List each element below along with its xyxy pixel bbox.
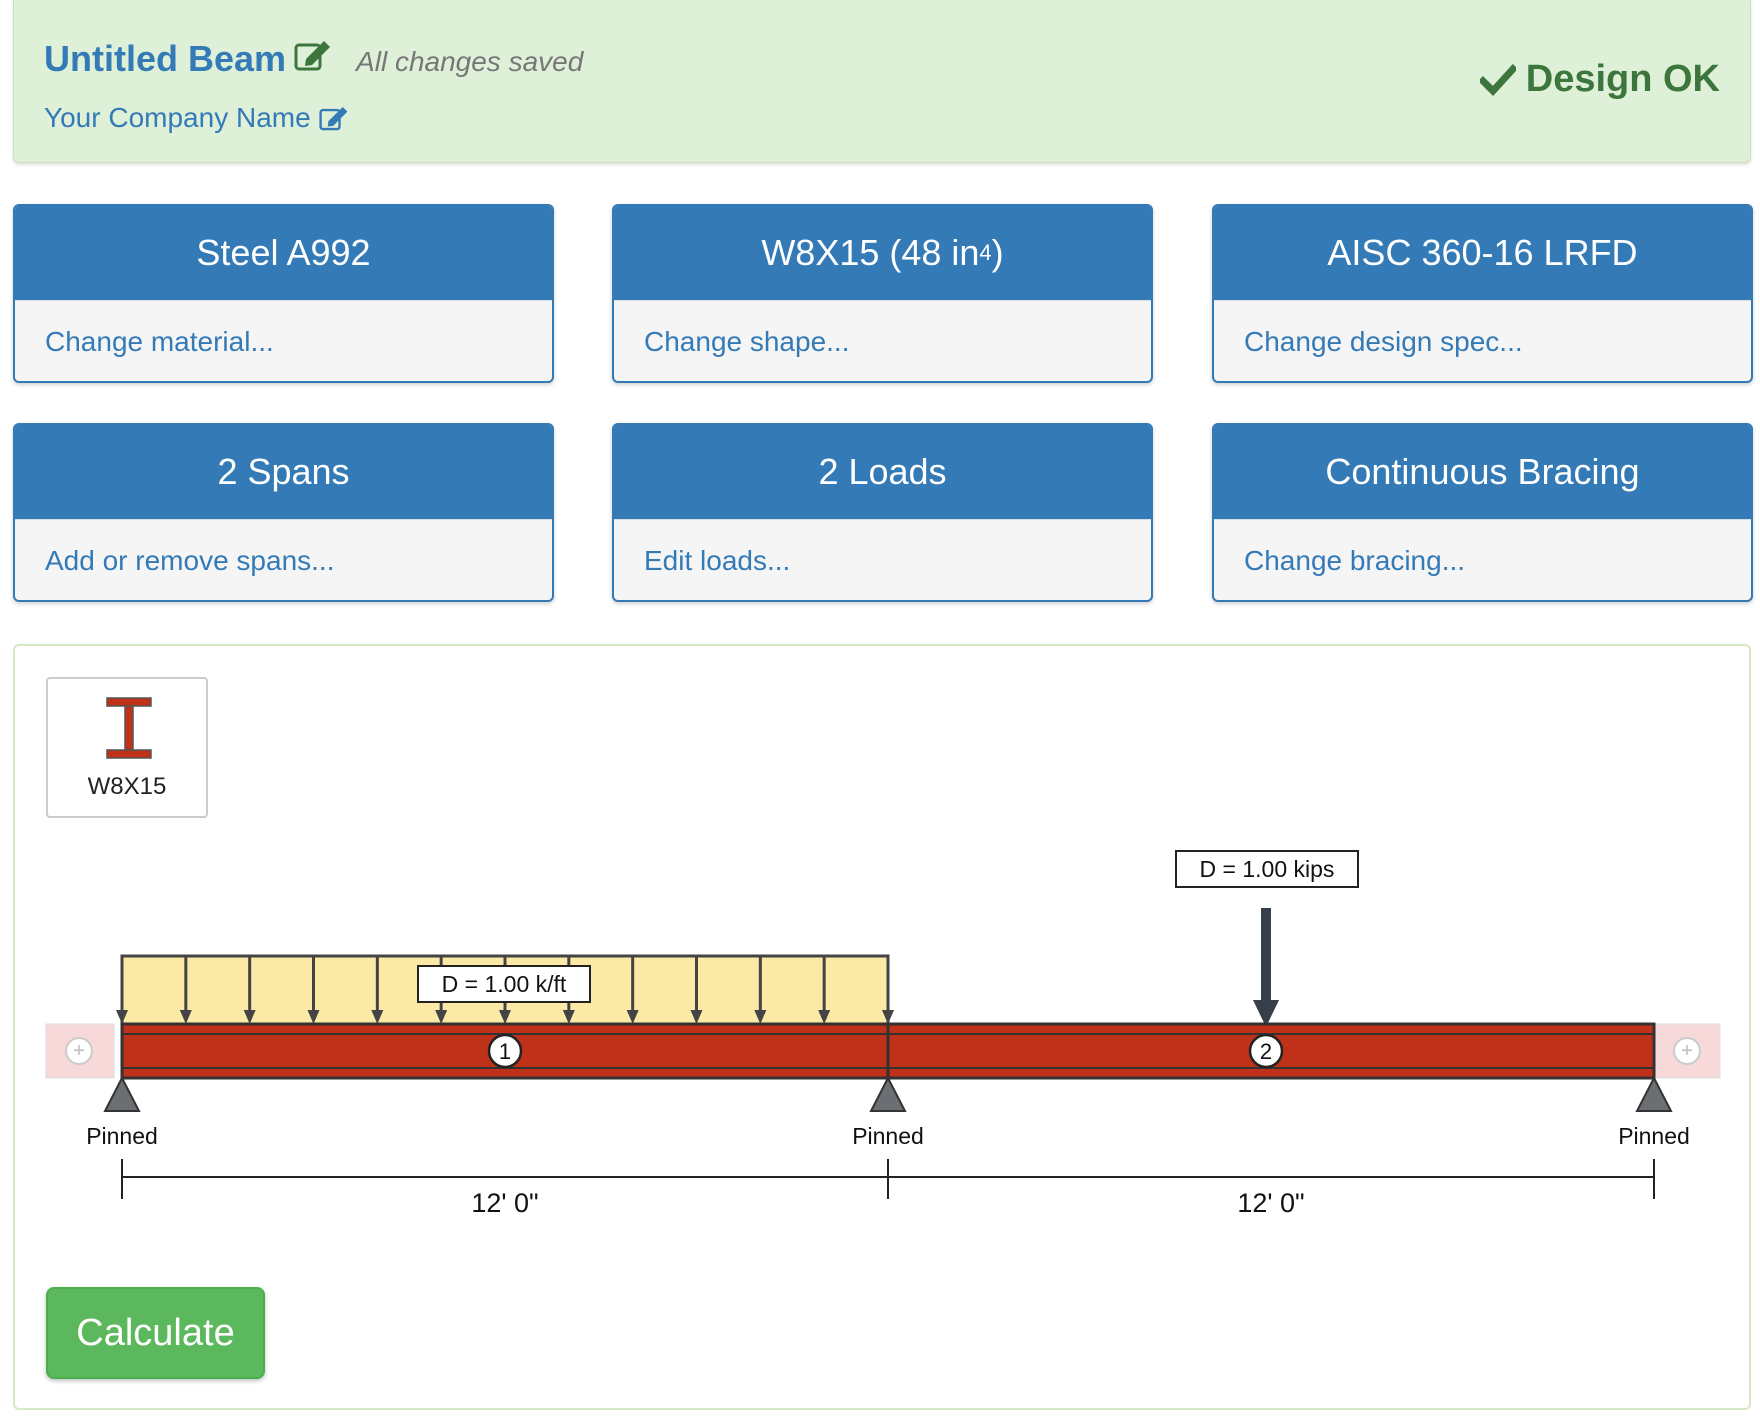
distributed-load[interactable]: D = 1.00 k/ft [116,954,894,1028]
beam-diagram: + + D = 1.00 k/ft D = 1.00 kips [45,850,1721,1218]
save-status: All changes saved [356,46,584,77]
distributed-load-arrow-head [307,1010,320,1024]
span-2-length: 12' 0" [1237,1188,1304,1218]
material-card: Steel A992 Change material... [13,204,554,383]
shape-thumbnail-label: W8X15 [87,773,167,800]
dimension-line [121,1159,1655,1199]
beam-member[interactable] [120,1022,1656,1080]
change-shape-link[interactable]: Change shape... [614,300,1151,381]
distributed-load-arrows [116,956,894,1024]
distributed-load-arrow-head [626,1010,639,1024]
point-load-arrow-shaft [1261,908,1271,1006]
add-span-left[interactable]: + [45,1023,115,1079]
shape-thumbnail[interactable]: W8X15 [46,677,208,818]
distributed-load-arrow-head [243,1010,256,1024]
span-number-2: 2 [1260,1039,1272,1064]
loads-card-title: 2 Loads [614,425,1151,519]
design-spec-card: AISC 360-16 LRFD Change design spec... [1212,204,1753,383]
title-row: Untitled Beam All changes saved [44,38,583,80]
point-load-arrow-head [1253,1000,1279,1027]
span-marker-1[interactable]: 1 [487,1033,523,1069]
support-2-label: Pinned [852,1123,924,1149]
distributed-load-arrow-head [116,1010,128,1024]
distributed-load-arrow-head [690,1010,703,1024]
i-beam-icon [106,697,152,759]
spans-card: 2 Spans Add or remove spans... [13,423,554,602]
spans-card-title: 2 Spans [15,425,552,519]
shape-card-title-close: ) [991,232,1004,273]
header-bar: Untitled Beam All changes saved Your Com… [13,0,1751,163]
point-load-label: D = 1.00 kips [1200,856,1335,882]
add-span-right[interactable]: + [1651,1023,1721,1079]
design-status-label: Design OK [1525,58,1720,100]
support-1-label: Pinned [86,1123,158,1149]
distributed-load-arrow-head [435,1010,448,1024]
span-1-length: 12' 0" [471,1188,538,1218]
support-3-label: Pinned [1618,1123,1690,1149]
span-number-1: 1 [499,1039,511,1064]
point-load-label-box [1175,850,1359,888]
check-icon [1479,63,1516,96]
distributed-load-arrow-head [562,1010,575,1024]
company-row: Your Company Name [44,102,349,134]
design-spec-card-title: AISC 360-16 LRFD [1214,206,1751,300]
edit-company-icon[interactable] [319,105,349,131]
span-marker-2[interactable]: 2 [1248,1033,1284,1069]
beam-title[interactable]: Untitled Beam [44,38,287,79]
support-1[interactable]: Pinned [86,1075,158,1149]
bracing-card-title: Continuous Bracing [1214,425,1751,519]
svg-text:+: + [73,1040,85,1062]
distributed-load-label-box [417,965,591,1003]
point-load[interactable]: D = 1.00 kips [1175,850,1359,1027]
edit-title-icon[interactable] [294,39,332,71]
support-2[interactable]: Pinned [852,1075,924,1149]
edit-spans-link[interactable]: Add or remove spans... [15,519,552,600]
calculate-button[interactable]: Calculate [46,1287,265,1379]
bracing-card: Continuous Bracing Change bracing... [1212,423,1753,602]
distributed-load-arrow-head [754,1010,767,1024]
distributed-load-arrow-head [499,1010,511,1024]
distributed-load-arrow-head [882,1010,894,1024]
distributed-load-arrow-head [179,1010,192,1024]
distributed-load-arrow-head [371,1010,384,1024]
svg-text:+: + [1681,1040,1693,1062]
change-material-link[interactable]: Change material... [15,300,552,381]
edit-loads-link[interactable]: Edit loads... [614,519,1151,600]
shape-card-title-exponent: 4 [979,240,992,265]
material-card-title: Steel A992 [15,206,552,300]
change-design-spec-link[interactable]: Change design spec... [1214,300,1751,381]
distributed-load-arrow-head [818,1010,831,1024]
shape-card-title-text: W8X15 (48 in [761,232,980,273]
beam-panel: W8X15 + + D = 1.00 k/ft D = 1.00 kips [13,644,1751,1410]
design-status: Design OK [1479,58,1720,101]
change-bracing-link[interactable]: Change bracing... [1214,519,1751,600]
loads-card: 2 Loads Edit loads... [612,423,1153,602]
distributed-load-label: D = 1.00 k/ft [442,971,567,997]
company-name[interactable]: Your Company Name [44,102,311,133]
support-3[interactable]: Pinned [1618,1075,1690,1149]
